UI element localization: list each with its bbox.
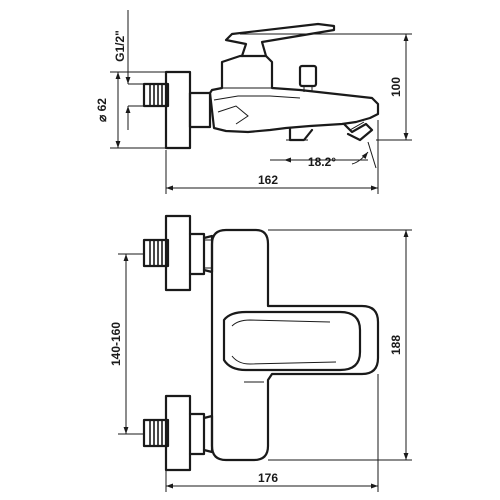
side-diverter-knob bbox=[298, 64, 318, 92]
dim-center-distance-label: 140-160 bbox=[109, 322, 123, 366]
front-mixer-body bbox=[210, 228, 380, 462]
side-spout-outlet bbox=[342, 121, 374, 142]
dim-front-height-label: 188 bbox=[389, 335, 403, 355]
dim-thread: G1/2" bbox=[113, 10, 144, 130]
front-lever-contour bbox=[231, 319, 337, 383]
dim-spout-angle: 18.2° bbox=[270, 141, 377, 169]
side-inlet-thread bbox=[142, 82, 170, 108]
dim-side-length: 162 bbox=[165, 120, 379, 194]
side-shower-outlet bbox=[288, 126, 314, 142]
dim-flange-diameter: ⌀ 62 bbox=[95, 71, 166, 149]
side-connector-nut bbox=[188, 91, 212, 129]
front-lever-handle bbox=[222, 310, 362, 372]
dim-flange-diameter-label: 62 bbox=[95, 98, 109, 112]
front-lower-inlet bbox=[142, 394, 214, 472]
dim-front-length-label: 176 bbox=[258, 471, 278, 485]
side-flange bbox=[164, 70, 192, 150]
dim-front-length: 176 bbox=[165, 374, 379, 492]
side-lever-handle bbox=[224, 22, 336, 58]
dim-flange-diameter-symbol: ⌀ bbox=[95, 114, 109, 122]
dim-front-height: 188 bbox=[268, 229, 412, 461]
dim-height-label: 100 bbox=[389, 77, 403, 97]
dim-center-distance: 140-160 bbox=[109, 253, 144, 435]
svg-text:⌀ 62: ⌀ 62 bbox=[95, 98, 109, 122]
dim-height: 100 bbox=[240, 33, 412, 141]
side-body-contour bbox=[213, 87, 301, 125]
front-view: 140-160 188 176 bbox=[109, 214, 412, 492]
front-upper-inlet bbox=[142, 214, 214, 292]
side-mixer-body bbox=[208, 54, 380, 134]
dim-side-length-label: 162 bbox=[258, 173, 278, 187]
dim-spout-angle-label: 18.2° bbox=[308, 155, 336, 169]
dim-thread-label: G1/2" bbox=[113, 30, 127, 62]
side-view: G1/2" ⌀ 62 100 18.2° bbox=[95, 10, 412, 194]
